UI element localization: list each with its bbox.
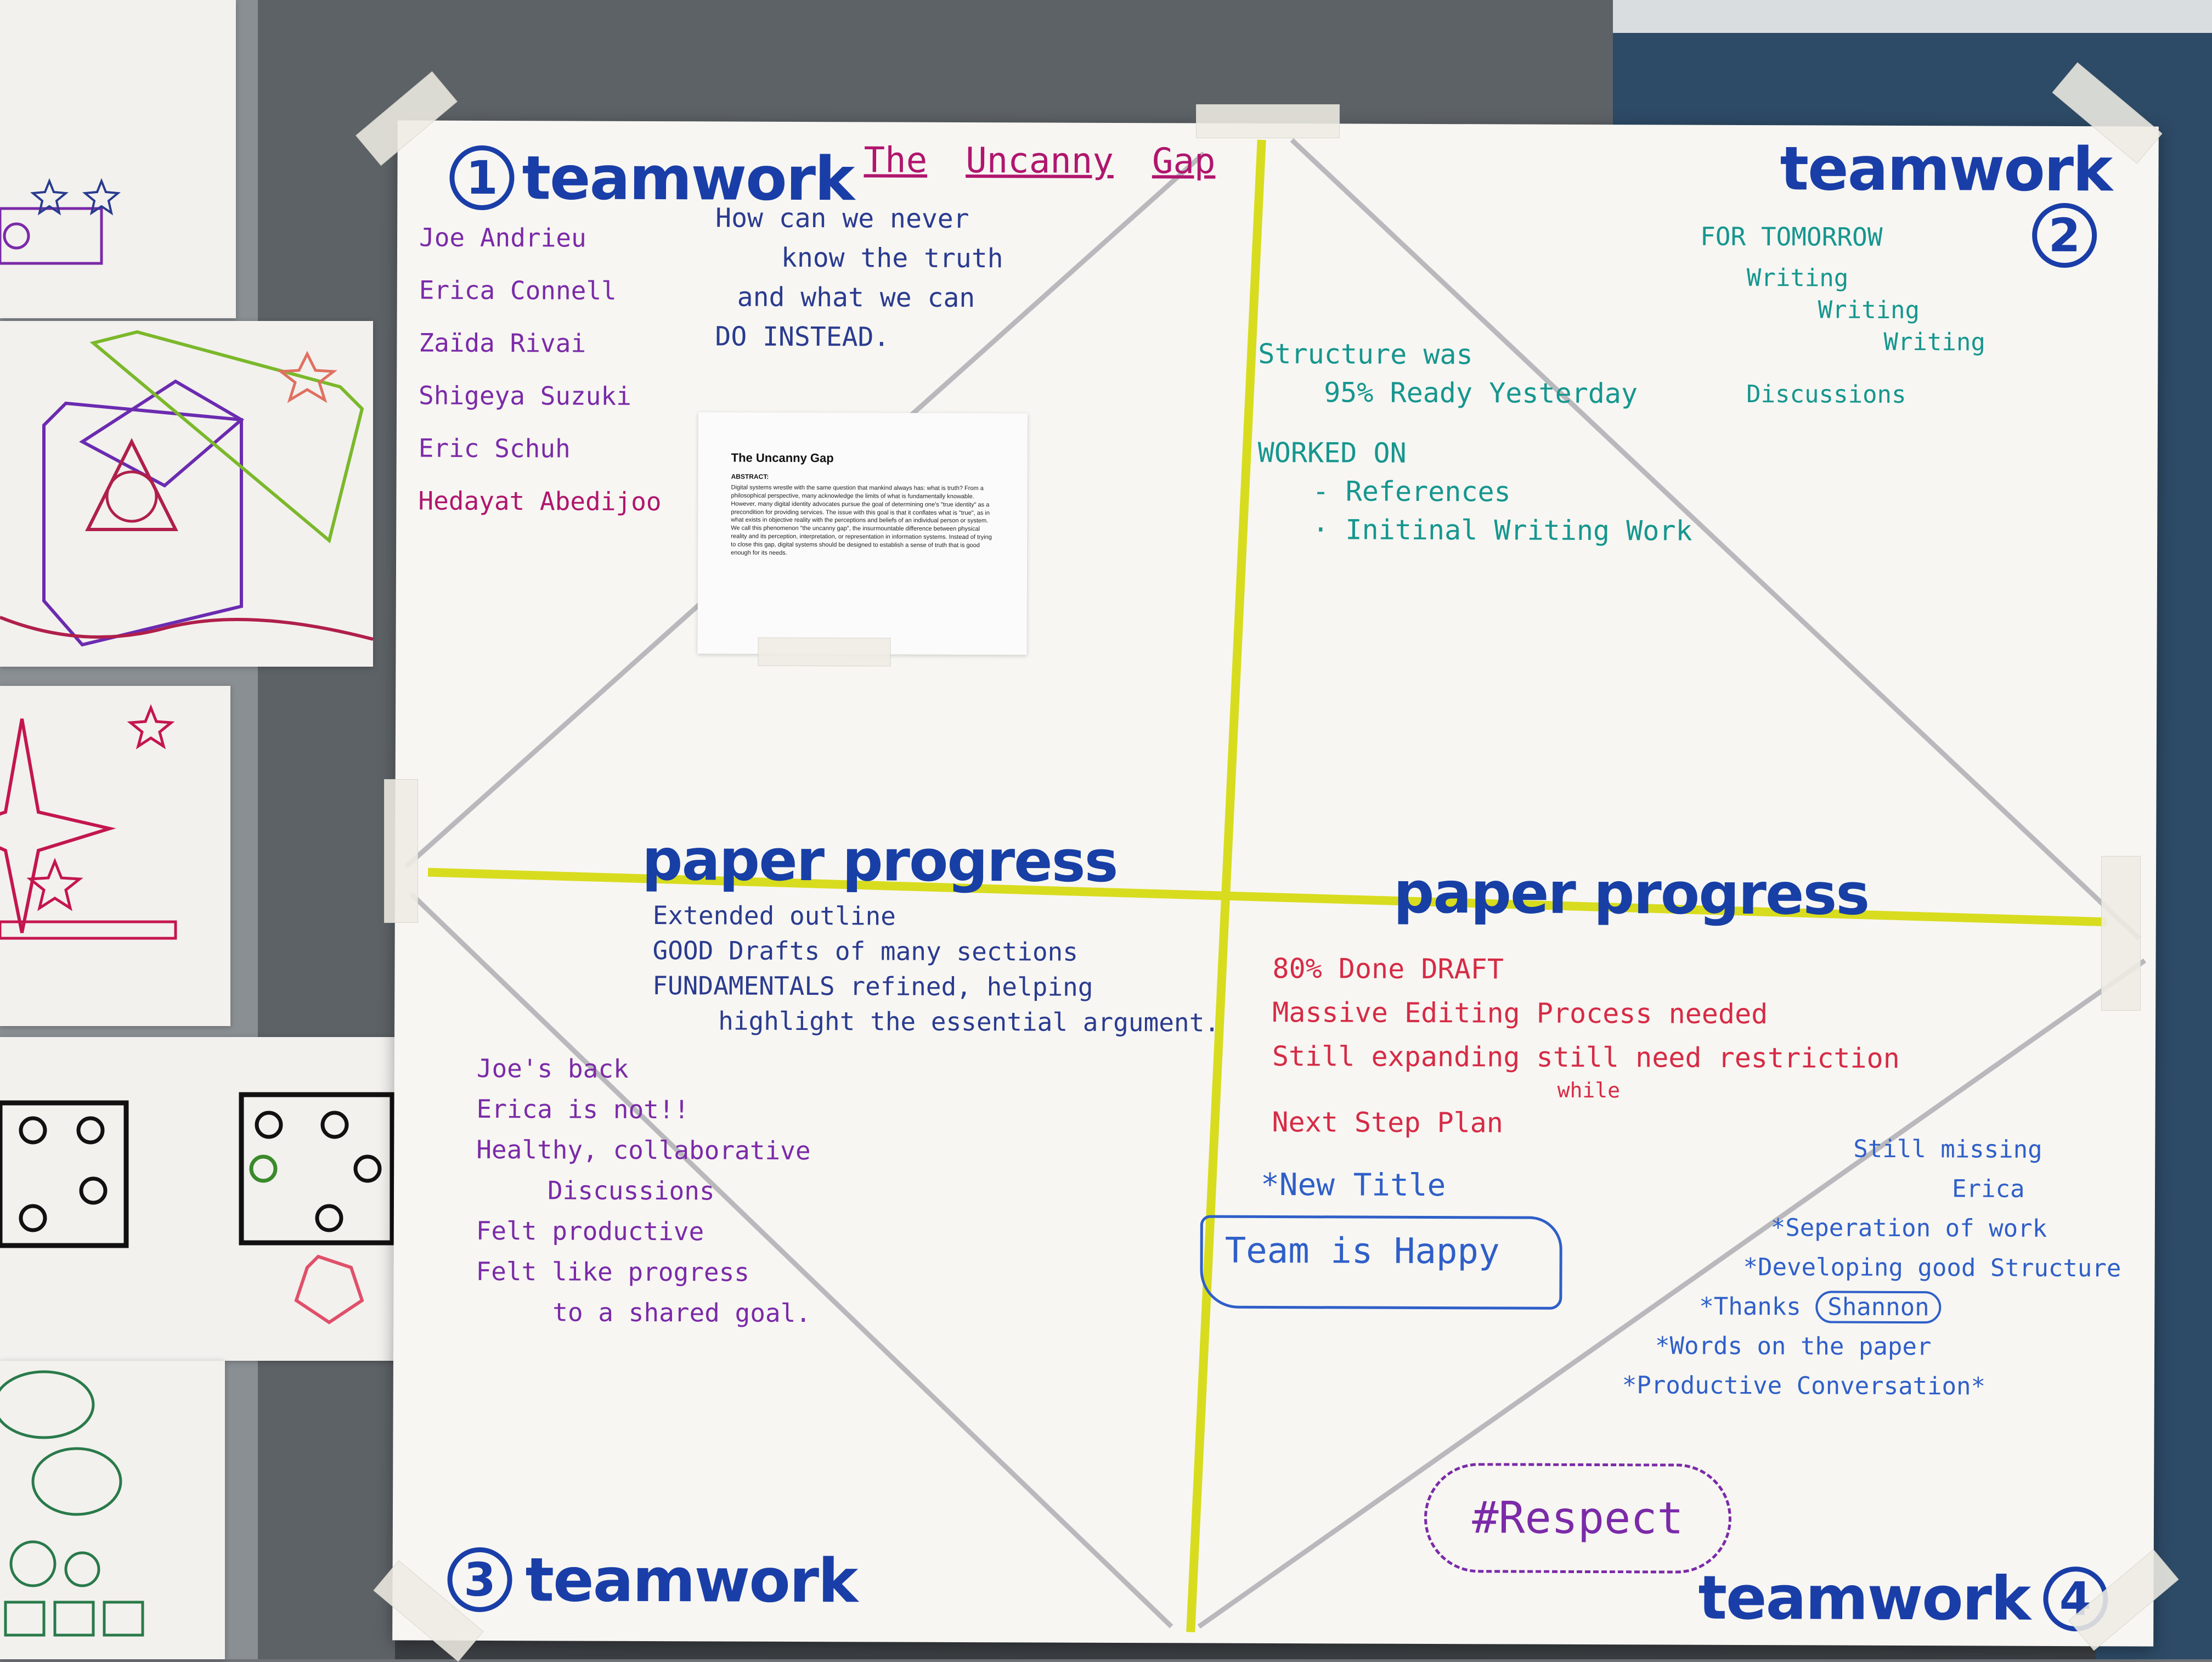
team-member: Joe Andrieu [419,222,586,253]
q4-paper-progress-heading: paper progress [1393,859,1869,928]
q4-progress-item: Massive Editing Process needed [1272,996,1768,1030]
abstract-sheet: The Uncanny Gap ABSTRACT: Digital system… [697,412,1028,655]
tomorrow-item: Writing [1746,263,1849,292]
side-sheet-5 [0,1361,225,1659]
tape-strip [758,637,891,667]
abstract-label: ABSTRACT: [731,472,769,481]
q3-team-item: Erica is not!! [476,1094,690,1125]
q3-team-list: Joe's back Erica is not!! Healthy, colla… [476,1048,812,1333]
q4-team-item: *Thanks Shannon [1677,1287,2121,1328]
q4-footer: teamwork 4 [1698,1563,2108,1635]
q3-teamwork-title: teamwork [525,1545,857,1616]
q2-note: WORKED ON [1257,436,1407,469]
q2-note: - References [1312,475,1511,508]
respect-text: #Respect [1472,1492,1684,1544]
thanks-label: *Thanks [1699,1292,1801,1321]
team-members-list: Joe Andrieu Erica Connell Zaïda Rivai Sh… [418,211,662,528]
team-member: Eric Schuh [418,433,571,464]
research-question: How can we never know the truth and what… [715,198,1003,357]
tape-strip [1196,104,1340,138]
side-sheet-1 [0,0,236,318]
q3-progress-item: Extended outline [652,900,896,931]
team-member: Erica Connell [419,275,617,306]
tomorrow-item: Writing [1818,296,1920,325]
q4-team-item: *Developing good Structure [1743,1253,2121,1283]
q2-note: Structure was [1258,337,1473,371]
q4-progress-item: while [1557,1078,1621,1103]
q3-progress-item: highlight the essential argument. [718,1006,1220,1038]
paper-title-word: Uncanny [966,140,1114,182]
team-member: Shigeya Suzuki [419,380,631,411]
q4-team-item: Still missing [1853,1135,2042,1164]
q3-progress-item: FUNDAMENTALS refined, helping [652,971,1093,1002]
teamwork-poster: 1 teamwork The Uncanny Gap Joe Andrieu E… [392,120,2159,1647]
paper-title: The Uncanny Gap [864,138,1215,183]
q4-team-item: *Productive Conversation* [1622,1371,1986,1401]
q4-progress-list: 80% Done DRAFT Massive Editing Process n… [1272,947,1900,1146]
q2-header: teamwork [1780,133,2112,205]
for-tomorrow-list: Writing Writing Writing Discussions [1746,262,1985,412]
question-line: and what we can [737,281,975,314]
tomorrow-item: Discussions [1746,380,1906,409]
team-member: Hedayat Abedijoo [418,486,662,517]
q3-team-item: Felt like progress [476,1256,750,1287]
side-sheet-2 [0,321,374,667]
q4-progress-item: 80% Done DRAFT [1272,952,1504,985]
q1-number-badge: 1 [449,145,515,211]
q3-team-item: Discussions [547,1175,715,1206]
q4-team-item: *Seperation of work [1770,1214,2047,1243]
side-sheet-3 [0,686,230,1026]
q3-progress-item: GOOD Drafts of many sections [652,936,1079,967]
green-bubbles-doodle-icon [0,1370,144,1637]
compass-star-doodle-icon [0,704,177,940]
for-tomorrow-heading: FOR TOMORROW [1700,221,1883,252]
q3-team-item: to a shared goal. [552,1297,811,1328]
q2-note: · Initinal Writing Work [1312,514,1692,547]
abstract-body: Digital systems wrestle with the same qu… [731,484,992,556]
abstract-title: The Uncanny Gap [731,450,834,465]
paper-title-word: The [864,140,928,181]
spiral-cube-doodle-icon [0,330,374,647]
tape-strip [2101,856,2141,1011]
q2-number-badge: 2 [2032,202,2097,268]
q4-teamwork-title: teamwork [1698,1562,2030,1634]
new-title-note: *New Title [1260,1167,1446,1204]
q3-footer: 3 teamwork [447,1545,857,1616]
ceiling-strip [1613,0,2212,33]
q3-paper-progress-heading: paper progress [641,826,1118,895]
q3-team-item: Healthy, collaborative [476,1134,811,1166]
question-line: DO INSTEAD. [715,321,890,353]
paper-title-word: Gap [1152,141,1216,182]
stars-doodle-icon [0,178,121,265]
q4-progress-item: Still expanding still need restriction [1272,1040,1900,1074]
q3-number-badge: 3 [447,1547,512,1613]
q3-progress-list: Extended outline GOOD Drafts of many sec… [652,898,1220,1040]
shannon-bubble: Shannon [1815,1291,1942,1324]
poster-grid-lines [404,138,2147,1632]
question-line: How can we never [715,202,969,235]
q4-team-item: Erica [1951,1175,2025,1203]
tomorrow-item: Writing [1883,328,1985,357]
q4-team-item: *Words on the paper [1655,1332,1932,1361]
question-line: know the truth [781,242,1003,274]
tape-strip [384,779,418,923]
q3-team-item: Felt productive [476,1215,704,1247]
circles-grid-doodle-icon [0,1092,395,1325]
q2-notes: Structure was 95% Ready Yesterday WORKED… [1257,335,1693,550]
q3-team-item: Joe's back [476,1053,629,1084]
team-happy-text: Team is Happy [1224,1230,1500,1272]
team-member: Zaïda Rivai [419,328,586,358]
side-sheet-4 [0,1037,439,1361]
q2-note: 95% Ready Yesterday [1324,376,1638,410]
q4-team-list: Still missing Erica *Seperation of work … [1622,1129,2122,1407]
q2-teamwork-title: teamwork [1780,133,2112,205]
respect-cloud: #Respect [1424,1462,1732,1574]
team-happy-banner: Team is Happy [1200,1215,1562,1310]
